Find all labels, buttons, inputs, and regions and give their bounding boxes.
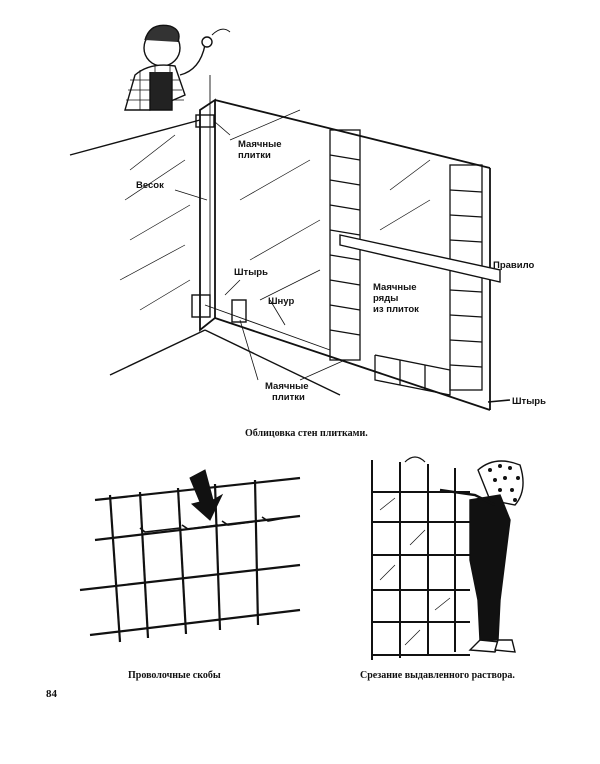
worker-man-illustration	[124, 24, 231, 111]
mortar-cutting-caption: Срезание выдавленного раствора.	[360, 670, 515, 681]
label-pravilo: Правило	[493, 260, 535, 271]
label-shtyr-left: Штырь	[234, 267, 268, 278]
label-shnur: Шнур	[268, 296, 294, 307]
page-number: 84	[46, 688, 57, 700]
mortar-cutting-illustration	[371, 456, 470, 660]
wire-brackets-illustration	[79, 469, 301, 643]
worker-woman-illustration	[439, 460, 524, 653]
top-figure-caption: Облицовка стен плитками.	[245, 428, 368, 439]
wall-tiling-illustration	[69, 75, 511, 411]
label-shtyr-right: Штырь	[512, 396, 546, 407]
label-veson: Весок	[136, 180, 164, 191]
wire-brackets-caption: Проволочные скобы	[128, 670, 221, 681]
